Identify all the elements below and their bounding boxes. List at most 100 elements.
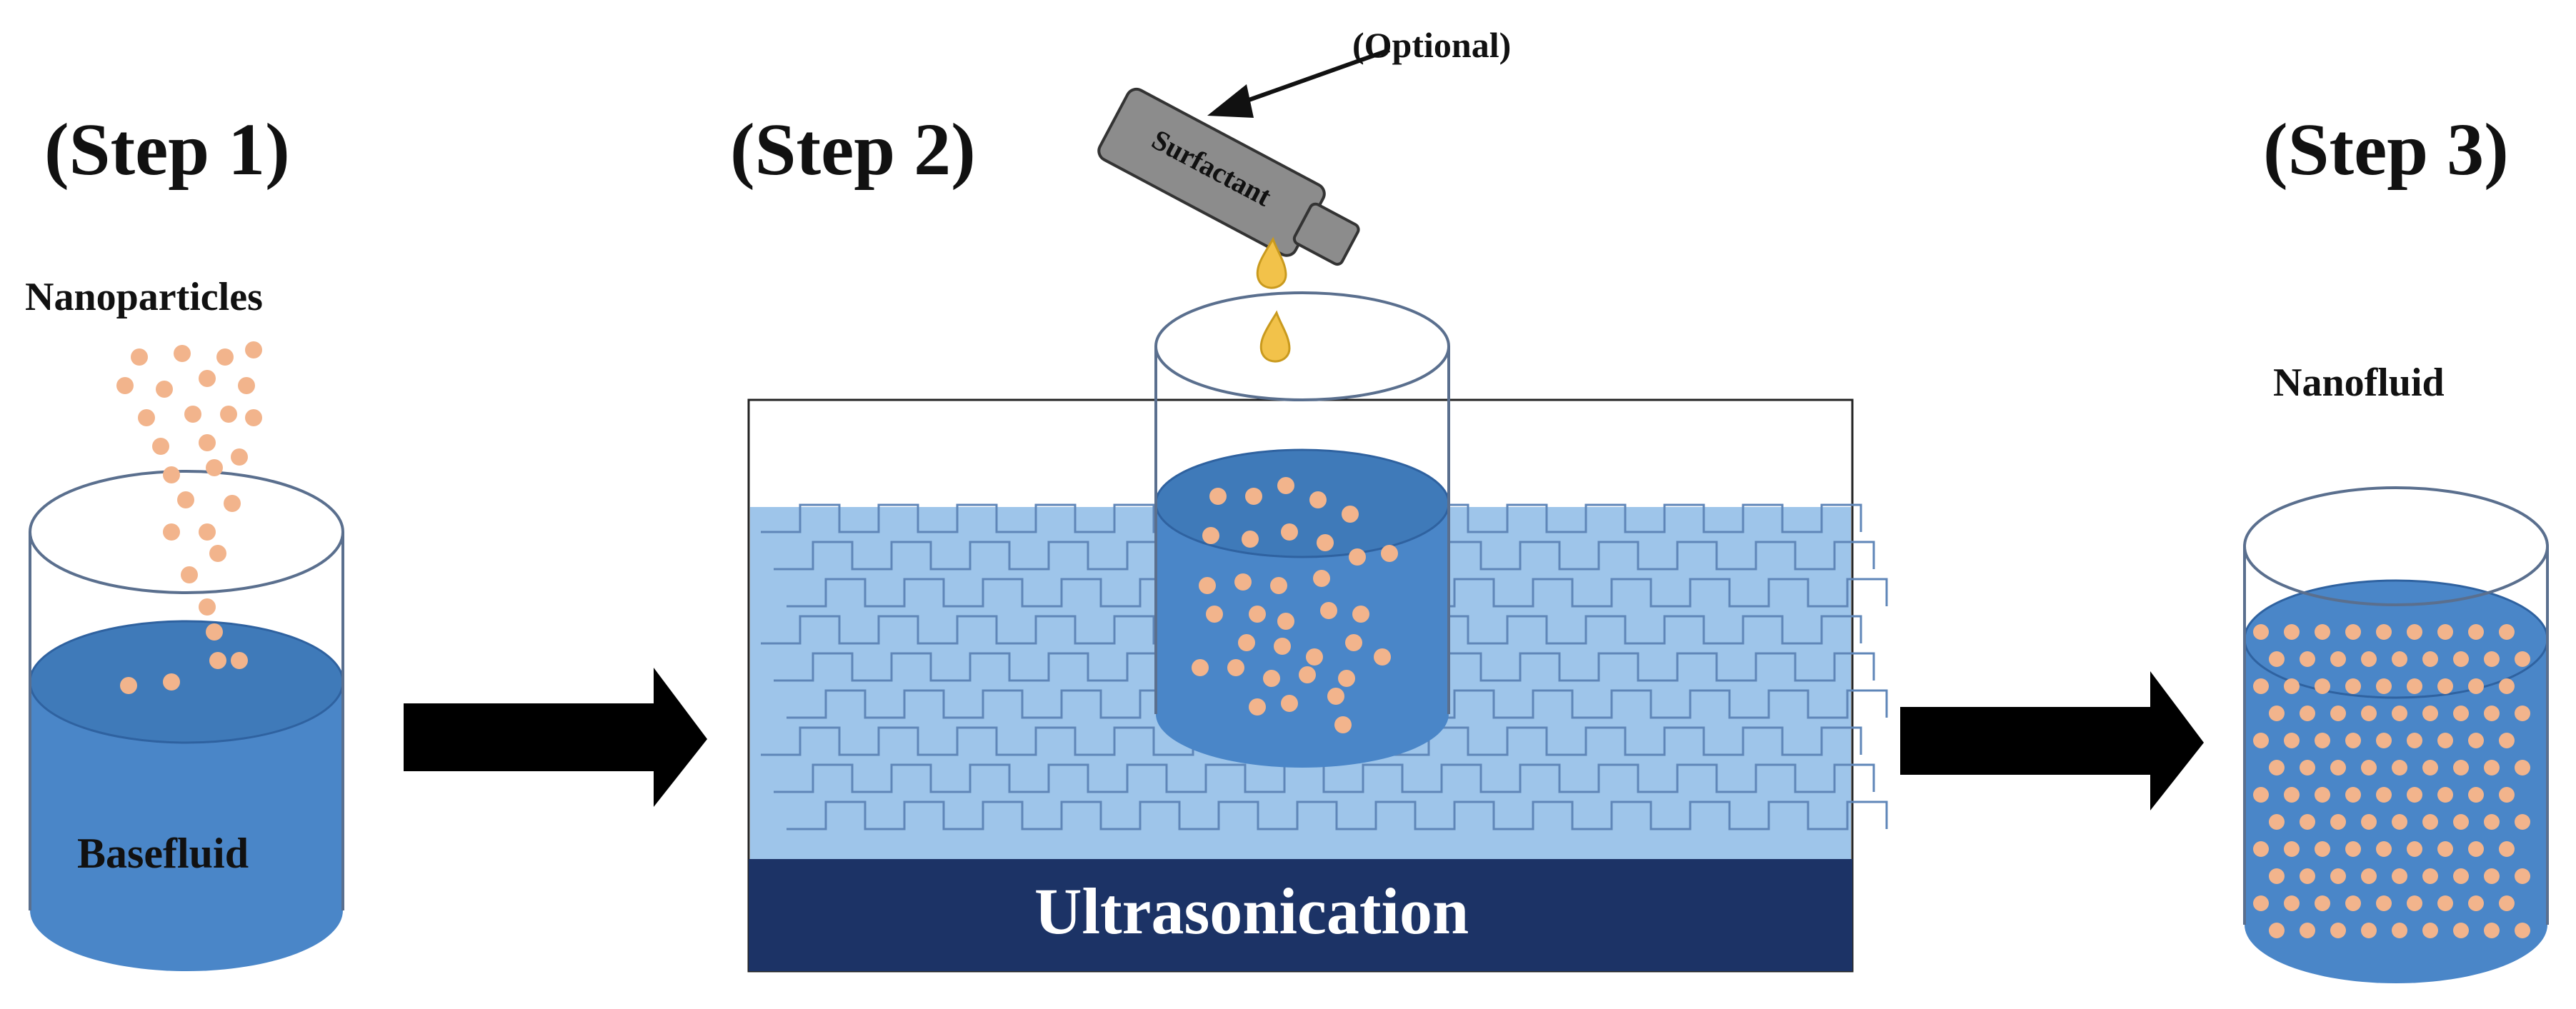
nanoparticle: [1299, 666, 1316, 683]
nanoparticle: [1234, 573, 1252, 591]
beaker-2-liquid: [1156, 503, 1449, 768]
nanoparticle: [2484, 651, 2500, 667]
nanoparticle: [120, 677, 137, 694]
nanoparticle: [2484, 706, 2500, 721]
nanoparticle: [2345, 787, 2361, 803]
nanoparticle: [2407, 841, 2422, 857]
nanoparticle: [177, 491, 194, 508]
nanoparticle: [199, 370, 216, 387]
nanoparticle: [2300, 706, 2315, 721]
nanoparticle: [209, 545, 226, 562]
nanoparticle: [163, 466, 180, 483]
nanoparticle: [2253, 678, 2269, 694]
nanoparticle: [2407, 624, 2422, 640]
nanoparticle: [1274, 638, 1291, 655]
nanoparticle: [2499, 895, 2515, 911]
nanoparticle: [1334, 716, 1352, 733]
nanoparticle: [2422, 706, 2438, 721]
drop-icon: [1256, 236, 1287, 289]
nanoparticle: [2468, 624, 2484, 640]
nanoparticle: [1238, 634, 1255, 651]
nanoparticle: [220, 406, 237, 423]
nanoparticle: [2437, 678, 2453, 694]
nanoparticle: [2330, 868, 2346, 884]
nanoparticle: [2300, 923, 2315, 938]
nanoparticle: [131, 348, 148, 366]
nanoparticle: [1249, 698, 1266, 716]
nanoparticle: [1349, 548, 1366, 566]
nanoparticle: [238, 377, 255, 394]
nanoparticle: [245, 409, 262, 426]
ultrasonication-base: [749, 859, 1852, 971]
nanoparticle: [2269, 814, 2285, 830]
nanoparticle: [206, 459, 223, 476]
nanoparticle: [2330, 706, 2346, 721]
nanoparticle: [116, 377, 134, 394]
nanoparticle: [138, 409, 155, 426]
nanoparticle: [1281, 695, 1298, 712]
nanoparticle: [1245, 488, 1262, 505]
nanoparticle: [2361, 760, 2377, 775]
nanoparticle: [2422, 651, 2438, 667]
nanoparticle: [206, 623, 223, 641]
nanoparticle: [1306, 648, 1323, 666]
nanoparticle: [2284, 787, 2300, 803]
falling-nanoparticles: [116, 341, 262, 694]
nanoparticle: [2284, 895, 2300, 911]
nanoparticle: [2284, 678, 2300, 694]
nanoparticle: [163, 673, 180, 691]
nanoparticle: [2499, 733, 2515, 748]
nanoparticle: [2253, 733, 2269, 748]
nanoparticle: [2484, 868, 2500, 884]
bottle-icon: [1097, 87, 1360, 266]
nanoparticle: [1202, 527, 1219, 544]
nanoparticle: [1345, 634, 1362, 651]
nanoparticle: [2376, 678, 2392, 694]
nanoparticle: [1209, 488, 1227, 505]
nanoparticle: [2407, 678, 2422, 694]
nanoparticle: [2392, 706, 2407, 721]
nanoparticle: [2392, 760, 2407, 775]
nanoparticle: [2315, 841, 2330, 857]
nanoparticle: [2376, 787, 2392, 803]
nanoparticle: [2330, 760, 2346, 775]
nanoparticle: [2345, 624, 2361, 640]
nanoparticle: [245, 341, 262, 358]
nanoparticle: [2453, 651, 2469, 667]
nanoparticle: [2300, 651, 2315, 667]
nanoparticle: [2453, 814, 2469, 830]
nanoparticle: [2376, 841, 2392, 857]
nanoparticle: [184, 406, 201, 423]
nanoparticle: [2468, 841, 2484, 857]
nanoparticle: [2253, 895, 2269, 911]
nanoparticle: [2407, 787, 2422, 803]
dispersed-nanoparticles: [1192, 477, 1398, 733]
nanoparticle: [2484, 760, 2500, 775]
nanoparticle: [163, 523, 180, 541]
optional-pointer-arrow: [1207, 48, 1391, 118]
nanoparticle: [2253, 787, 2269, 803]
nanoparticle: [1381, 545, 1398, 562]
suspended-nanoparticles: [2253, 624, 2530, 938]
nanoparticle: [2515, 923, 2530, 938]
nanoparticle: [2315, 787, 2330, 803]
nanoparticle: [2315, 624, 2330, 640]
nanoparticle: [2330, 651, 2346, 667]
nanoparticle: [2407, 733, 2422, 748]
nanoparticle: [2269, 760, 2285, 775]
nanoparticle: [1313, 570, 1330, 587]
beaker-2-liquid-top: [1154, 448, 1450, 558]
nanoparticle: [174, 345, 191, 362]
beaker-1-liquid-top: [29, 620, 344, 744]
nanoparticle: [2515, 868, 2530, 884]
nanoparticle: [2361, 814, 2377, 830]
nanoparticle: [156, 381, 173, 398]
nanoparticle: [2376, 624, 2392, 640]
nanoparticle: [2453, 868, 2469, 884]
nanoparticle: [2269, 706, 2285, 721]
nanoparticle: [2300, 760, 2315, 775]
nanoparticle: [2499, 678, 2515, 694]
nanoparticle: [2269, 868, 2285, 884]
